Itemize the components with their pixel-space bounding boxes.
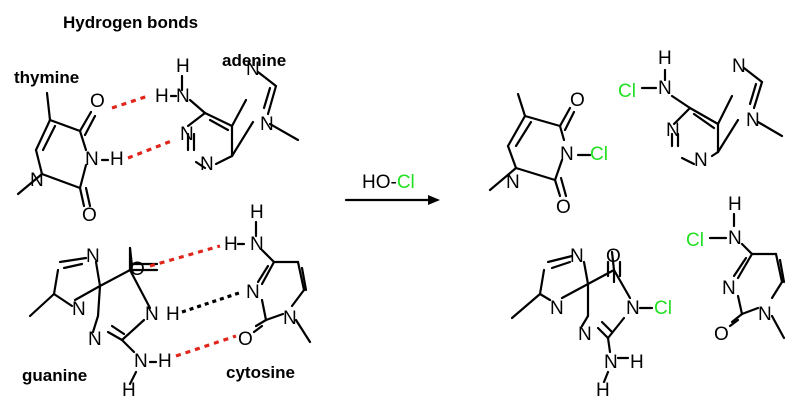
guanine-n9: N	[72, 299, 86, 320]
guanine-n7: N	[86, 246, 100, 267]
cl-guanine-o6: O	[606, 246, 621, 267]
hbond-guanine-cytosine-2	[181, 290, 243, 314]
hbond-thymine-adenine-1	[111, 94, 149, 110]
cl-cytosine-n3: N	[722, 278, 736, 299]
cl-adenine-n6: N	[658, 78, 672, 99]
chlorinated-thymine: O N Cl N O	[488, 90, 608, 218]
thymine-structure: O N H N O	[16, 91, 124, 226]
cl-guanine-n1: N	[626, 298, 640, 319]
thymine-n1: N	[30, 170, 44, 191]
guanine-structure: N O N N H N N H H	[28, 246, 180, 401]
cl-adenine-n1: N	[666, 120, 680, 141]
cl-thymine-n3: N	[560, 144, 574, 165]
cl-thymine-o4: O	[570, 90, 585, 111]
adenine-n9: N	[260, 114, 274, 135]
cl-thymine-chlorine: Cl	[590, 144, 608, 165]
guanine-h1: H	[166, 304, 180, 325]
cl-guanine-h2a: H	[630, 352, 644, 373]
cl-thymine-o2: O	[556, 197, 571, 218]
chlorinated-adenine: H N Cl N N N N	[618, 48, 784, 171]
adenine-n1: N	[180, 124, 194, 145]
hbond-thymine-adenine-2	[127, 138, 175, 160]
label-guanine: guanine	[22, 366, 87, 385]
adenine-n3: N	[200, 154, 214, 175]
cl-adenine-n7: N	[732, 56, 746, 77]
adenine-structure: H N H N N N N	[155, 56, 300, 175]
cl-guanine-n7: N	[570, 246, 584, 267]
label-adenine: adenine	[222, 51, 286, 70]
cl-thymine-n1: N	[506, 172, 520, 193]
hbond-guanine-cytosine-1	[149, 244, 221, 268]
cl-adenine-n9: N	[746, 110, 760, 131]
reagent-text: HO-Cl	[362, 172, 415, 193]
cytosine-o2: O	[238, 329, 253, 350]
reaction-arrow	[344, 195, 440, 205]
adenine-n6: N	[176, 86, 190, 107]
cl-cytosine-n1: N	[758, 304, 772, 325]
cytosine-n1: N	[283, 308, 297, 329]
label-cytosine: cytosine	[226, 363, 295, 382]
cytosine-n4: N	[250, 234, 264, 255]
guanine-h2b: H	[122, 380, 136, 401]
cl-guanine-n2: N	[604, 352, 618, 373]
guanine-n2: N	[134, 351, 148, 372]
title-hydrogen-bonds: Hydrogen bonds	[63, 13, 198, 32]
cl-adenine-h: H	[658, 48, 672, 69]
cl-guanine-chlorine: Cl	[654, 298, 672, 319]
cl-adenine-chlorine: Cl	[618, 81, 636, 102]
cl-cytosine-h: H	[728, 194, 742, 215]
cl-cytosine-n4: N	[728, 228, 742, 249]
thymine-o4: O	[90, 91, 105, 112]
adenine-h6: H	[155, 86, 169, 107]
cytosine-h-top: H	[250, 202, 264, 223]
guanine-n3: N	[88, 329, 102, 350]
thymine-o2: O	[82, 205, 97, 226]
guanine-h2a: H	[158, 351, 172, 372]
thymine-h3: H	[110, 149, 124, 170]
cytosine-structure: H N H N N O	[224, 202, 312, 350]
cytosine-h4: H	[224, 234, 238, 255]
cl-adenine-n3: N	[694, 150, 708, 171]
chlorinated-cytosine: H N Cl N N O	[686, 194, 786, 345]
adenine-n7: N	[246, 59, 260, 80]
cl-cytosine-o2: O	[714, 324, 729, 345]
cl-guanine-n9: N	[550, 298, 564, 319]
reagent-hypochlorous-prefix: HO-	[362, 172, 397, 193]
reagent-chlorine: Cl	[397, 172, 415, 193]
thymine-n3: N	[85, 149, 99, 170]
chlorinated-guanine: N O N N Cl N N H H	[510, 246, 672, 401]
guanine-o6: O	[130, 259, 145, 280]
cytosine-n3: N	[246, 282, 260, 303]
label-thymine: thymine	[14, 68, 79, 87]
cl-guanine-h2b: H	[596, 380, 610, 401]
hbond-guanine-cytosine-3	[175, 334, 237, 358]
adenine-h-top: H	[176, 56, 190, 77]
cl-cytosine-chlorine: Cl	[686, 230, 704, 251]
guanine-n1: N	[145, 304, 159, 325]
cl-guanine-n3: N	[578, 324, 592, 345]
